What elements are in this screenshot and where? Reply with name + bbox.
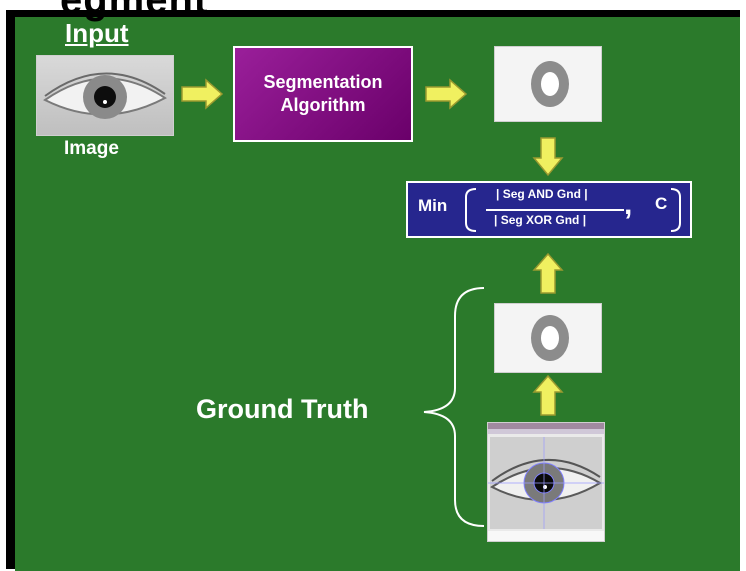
segmentation-algorithm-line1: Segmentation <box>263 72 383 92</box>
left-bracket-icon <box>465 188 477 232</box>
metric-constant: C <box>655 194 668 213</box>
segmentation-algorithm-box: Segmentation Algorithm <box>233 46 413 142</box>
ground-truth-label: Ground Truth <box>196 394 369 424</box>
ground-truth-segmentation-image <box>494 303 602 373</box>
ground-truth-annotation-image <box>487 422 605 542</box>
fraction-bar <box>486 209 624 211</box>
metric-denominator: | Seg XOR Gnd | <box>494 213 587 227</box>
input-heading: Input <box>65 18 129 48</box>
segmentation-algorithm-line2: Algorithm <box>280 95 366 115</box>
right-bracket-icon <box>670 188 681 232</box>
metric-numerator: | Seg AND Gnd | <box>496 187 588 201</box>
slide-title-partial: egment <box>60 0 209 22</box>
metric-min-label: Min <box>418 196 448 215</box>
input-image-caption: Image <box>64 138 119 159</box>
segmented-output-image <box>494 46 602 122</box>
input-eye-image <box>36 55 174 136</box>
metric-comma: , <box>624 188 633 221</box>
overlap-metric-box: Min | Seg AND Gnd | | Seg XOR Gnd | , C <box>406 181 692 238</box>
